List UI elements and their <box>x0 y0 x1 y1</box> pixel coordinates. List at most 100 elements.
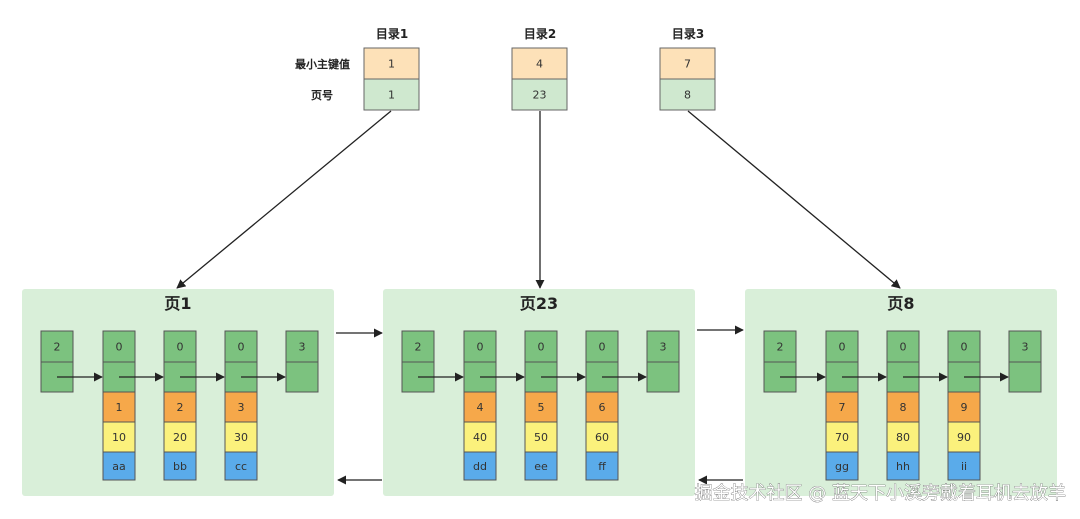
record-str: ff <box>598 460 606 473</box>
record-num-cell <box>463 421 497 453</box>
record-num: 50 <box>534 431 548 444</box>
record-num: 30 <box>234 431 248 444</box>
record-str-cell <box>163 451 197 481</box>
infimum-value-cell <box>401 330 435 363</box>
directory-entry-1: 目录1 1 1 <box>363 27 420 111</box>
page-title: 页8 <box>887 294 914 313</box>
directory-min-key: 1 <box>388 58 395 71</box>
record-id: 9 <box>961 401 968 414</box>
min-key-row-label: 最小主键值 <box>295 57 350 71</box>
n-owned-value-cell <box>224 330 258 363</box>
record-str-cell <box>224 451 258 481</box>
record-num: 10 <box>112 431 126 444</box>
page-no-row-label: 页号 <box>311 89 333 102</box>
record-num-cell <box>886 421 920 453</box>
record-str-cell <box>585 451 619 481</box>
record-num: 60 <box>595 431 609 444</box>
record-str-cell <box>102 451 136 481</box>
supremum-next-cell <box>646 361 680 393</box>
supremum-value-cell <box>1008 330 1042 363</box>
record-str: bb <box>173 460 187 473</box>
directory-page-no-cell <box>511 78 568 111</box>
page-title: 页1 <box>164 294 191 313</box>
directory-page-no: 1 <box>388 89 395 102</box>
record-str-cell <box>825 451 859 481</box>
record-num-cell <box>585 421 619 453</box>
n-owned-value: 0 <box>477 341 484 354</box>
infimum-value: 2 <box>415 341 422 354</box>
n-owned-value: 0 <box>599 341 606 354</box>
n-owned-value: 0 <box>116 341 123 354</box>
infimum-value: 2 <box>54 341 61 354</box>
n-owned-value-cell <box>886 330 920 363</box>
record-num: 70 <box>835 431 849 444</box>
directory-title: 目录1 <box>376 27 408 41</box>
directory-min-key: 4 <box>536 58 543 71</box>
n-owned-value: 0 <box>839 341 846 354</box>
supremum-value: 3 <box>1022 341 1029 354</box>
supremum-next-cell <box>285 361 319 393</box>
record-str: ii <box>961 460 967 473</box>
infimum-value-cell <box>40 330 74 363</box>
record-id: 5 <box>538 401 545 414</box>
n-owned-value: 0 <box>900 341 907 354</box>
directory-min-key-cell <box>363 47 420 80</box>
n-owned-value-cell <box>102 330 136 363</box>
record-id: 6 <box>599 401 606 414</box>
directory-title: 目录3 <box>672 27 704 41</box>
directory-min-key: 7 <box>684 58 691 71</box>
record-str-cell <box>947 451 981 481</box>
n-owned-value: 0 <box>538 341 545 354</box>
record-id: 4 <box>477 401 484 414</box>
record-id: 1 <box>116 401 123 414</box>
record-str: hh <box>896 460 910 473</box>
infimum-value-cell <box>763 330 797 363</box>
n-owned-value-cell <box>463 330 497 363</box>
record-id: 8 <box>900 401 907 414</box>
directory-entry-3: 目录3 7 8 <box>659 27 716 111</box>
directory-to-page-arrow <box>176 110 392 289</box>
n-owned-value-cell <box>825 330 859 363</box>
record-str: cc <box>235 460 247 473</box>
record-id-cell <box>585 391 619 423</box>
supremum-value: 3 <box>299 341 306 354</box>
record-str-cell <box>886 451 920 481</box>
supremum-value-cell <box>285 330 319 363</box>
record-str-cell <box>524 451 558 481</box>
record-num: 40 <box>473 431 487 444</box>
record-num-cell <box>163 421 197 453</box>
supremum-next-cell <box>1008 361 1042 393</box>
directory-page-no: 23 <box>533 89 547 102</box>
page-title: 页23 <box>520 294 558 313</box>
record-id: 7 <box>839 401 846 414</box>
record-str: ee <box>534 460 548 473</box>
record-str-cell <box>463 451 497 481</box>
n-owned-value: 0 <box>961 341 968 354</box>
record-id-cell <box>886 391 920 423</box>
record-num-cell <box>825 421 859 453</box>
n-owned-value-cell <box>524 330 558 363</box>
watermark: 掘金技术社区 @ 蓝天下小溪旁戴着耳机去放羊 <box>695 483 1066 504</box>
record-num-cell <box>102 421 136 453</box>
directory-page-no: 8 <box>684 89 691 102</box>
record-id-cell <box>524 391 558 423</box>
directory-entry-2: 目录2 4 23 <box>511 27 568 111</box>
record-str: gg <box>835 460 849 473</box>
record-id: 2 <box>177 401 184 414</box>
record-id: 3 <box>238 401 245 414</box>
record-str: dd <box>473 460 487 473</box>
directory-title: 目录2 <box>524 27 556 41</box>
n-owned-value: 0 <box>177 341 184 354</box>
directory-page-no-cell <box>363 78 420 111</box>
directory-to-page-arrow <box>687 110 901 289</box>
record-num: 90 <box>957 431 971 444</box>
record-num: 20 <box>173 431 187 444</box>
record-id-cell <box>163 391 197 423</box>
record-str: aa <box>112 460 125 473</box>
n-owned-value: 0 <box>238 341 245 354</box>
